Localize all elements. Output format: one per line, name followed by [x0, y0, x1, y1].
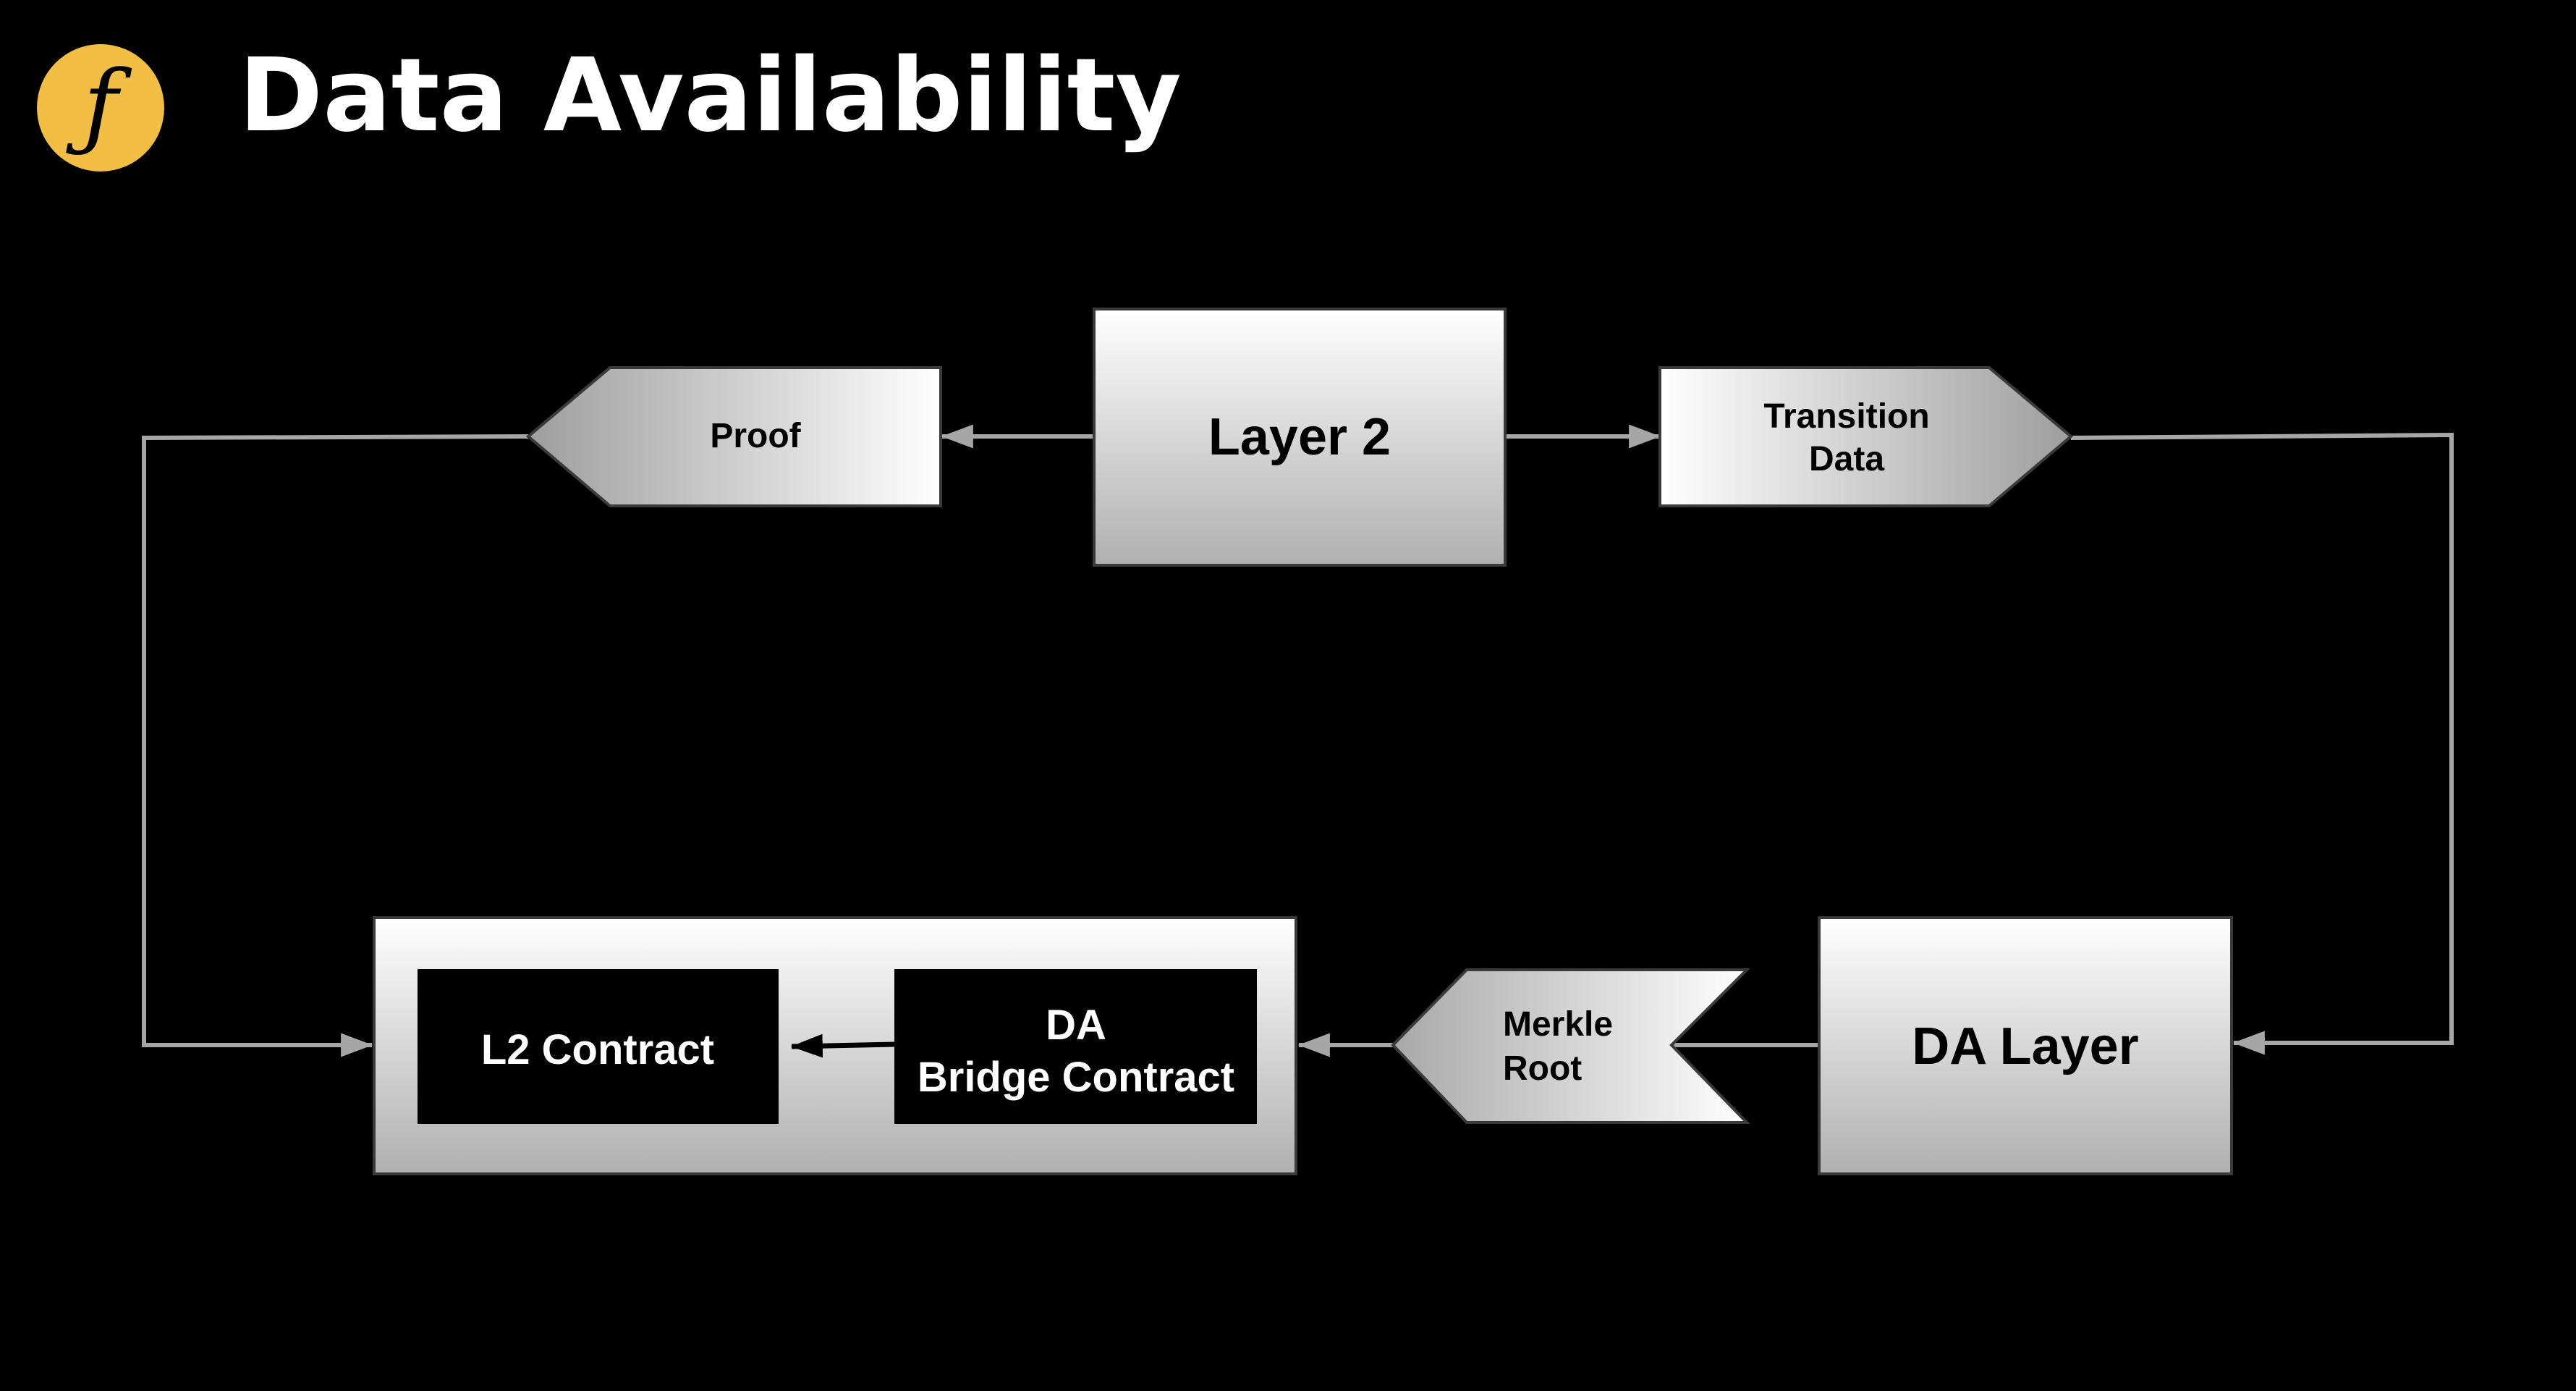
transition-data-tag: Transition Data — [1658, 366, 2074, 507]
connector-bridge-to-l2contract — [790, 1033, 895, 1058]
transition-label-line2: Data — [1809, 440, 1884, 478]
proof-tag: Proof — [525, 366, 942, 507]
da-layer-node: DA Layer — [1818, 916, 2233, 1175]
connectors — [142, 424, 2454, 1057]
l2-contract-box: L2 Contract — [418, 969, 779, 1124]
da-layer-label: DA Layer — [1912, 1018, 2138, 1075]
bridge-label-line1: DA — [1046, 1002, 1106, 1049]
logo-icon — [37, 44, 164, 172]
header: ƒ Data Availability — [37, 37, 1182, 172]
contracts-container: L2 Contract DA Bridge Contract — [373, 916, 1297, 1175]
merkle-label-line1: Merkle — [1503, 1005, 1613, 1044]
layer2-node: Layer 2 — [1093, 308, 1507, 567]
transition-label-line1: Transition — [1763, 397, 1929, 436]
l2-contract-label: L2 Contract — [481, 1026, 714, 1073]
merkle-root-tag: Merkle Root — [1391, 968, 1750, 1124]
layer2-label: Layer 2 — [1208, 408, 1391, 466]
da-bridge-contract-box: DA Bridge Contract — [894, 969, 1257, 1124]
page-title: Data Availability — [239, 37, 1182, 155]
bridge-label-line2: Bridge Contract — [918, 1054, 1234, 1101]
connector-transition-to-dalayer — [2070, 432, 2454, 1055]
proof-label: Proof — [710, 417, 801, 455]
merkle-label-line2: Root — [1503, 1049, 1582, 1088]
connector-proof-to-container — [142, 434, 529, 1057]
